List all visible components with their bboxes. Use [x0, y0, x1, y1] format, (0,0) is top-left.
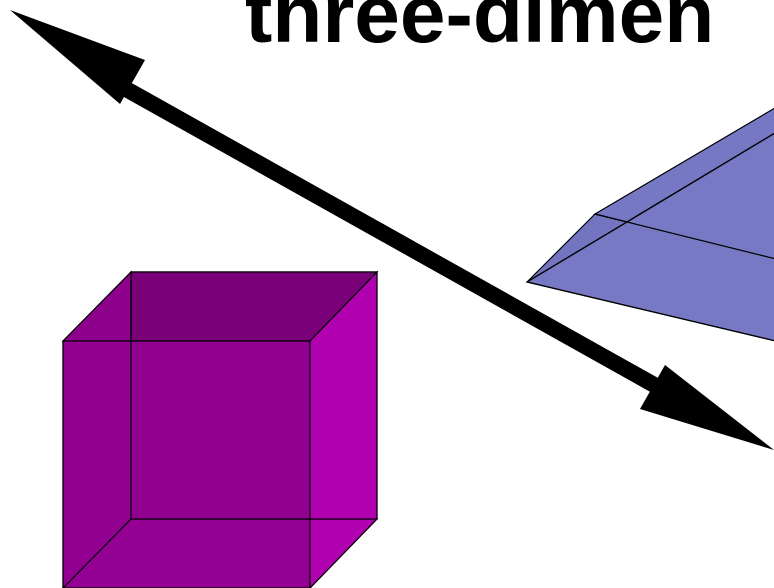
double-arrow-icon	[10, 10, 774, 450]
arrow-head-end	[640, 365, 774, 450]
cube-front-face	[62, 340, 311, 588]
pyramid-front-face	[525, 132, 774, 342]
pyramid-edge	[526, 132, 774, 283]
pyramid-icon	[525, 107, 774, 342]
cube-icon	[61, 270, 379, 588]
pyramid-edge	[526, 281, 774, 342]
arrow-shaft	[106, 73, 694, 412]
cube-hidden-edge	[62, 518, 132, 588]
arrow-head-start	[10, 10, 145, 104]
page-title: three-dimen	[245, 0, 715, 60]
pyramid-edge	[594, 213, 774, 260]
